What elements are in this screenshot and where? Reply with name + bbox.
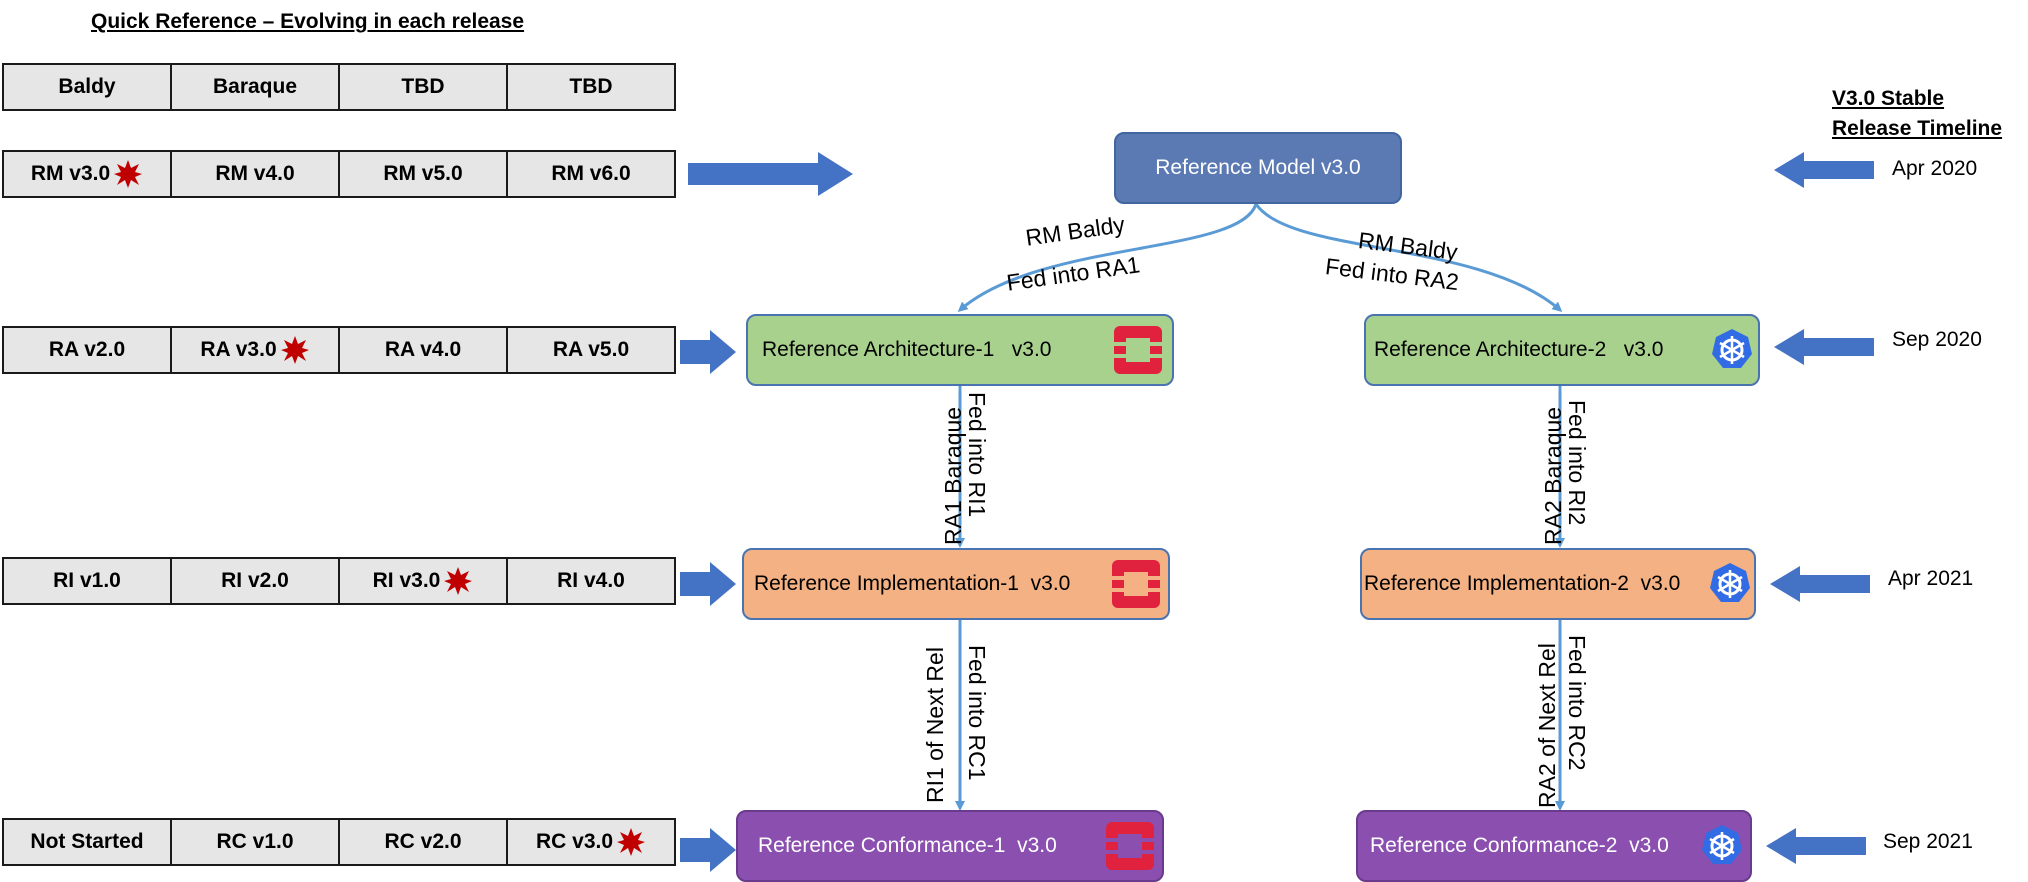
ri-cell: RI v3.0 — [340, 559, 508, 603]
ra-cell: RA v2.0 — [4, 328, 172, 372]
rm-cell: RM v4.0 — [172, 152, 340, 196]
timeline-left-arrow — [1774, 329, 1874, 365]
ri-release-row: RI v1.0 RI v2.0 RI v3.0 RI v4.0 — [2, 557, 676, 605]
reference-implementation-2-box: Reference Implementation-2 v3.0 — [1360, 548, 1756, 620]
ra1-label: Reference Architecture-1 v3.0 — [762, 338, 1052, 361]
ri1-label: Reference Implementation-1 v3.0 — [754, 572, 1071, 595]
openstack-logo-icon — [1112, 326, 1164, 374]
release-header-table: Baldy Baraque TBD TBD — [2, 63, 676, 111]
red-starburst-icon — [280, 336, 309, 364]
rc-right-arrow — [680, 828, 736, 872]
ri-right-arrow — [680, 562, 736, 606]
openstack-logo-icon — [1110, 560, 1162, 608]
ra-right-arrow — [680, 330, 736, 374]
rc-cell: RC v3.0 — [508, 820, 674, 864]
reference-architecture-2-box: Reference Architecture-2 v3.0 — [1364, 314, 1760, 386]
rc-cell: RC v2.0 — [340, 820, 508, 864]
timeline-date: Sep 2021 — [1883, 830, 1973, 853]
header-cell: TBD — [569, 75, 613, 98]
kubernetes-logo-icon — [1710, 563, 1750, 602]
ra-cell: RA v5.0 — [552, 338, 630, 361]
ra-release-row: RA v2.0 RA v3.0 RA v4.0 RA v5.0 — [2, 326, 676, 374]
ri-cell: RI v4.0 — [557, 569, 625, 592]
kubernetes-logo-icon — [1702, 825, 1742, 864]
ri2-label: Reference Implementation-2 v3.0 — [1364, 572, 1681, 595]
kubernetes-logo-icon — [1712, 329, 1752, 368]
reference-implementation-1-box: Reference Implementation-1 v3.0 — [742, 548, 1170, 620]
reference-conformance-1-box: Reference Conformance-1 v3.0 — [736, 810, 1164, 882]
header-cell: TBD — [340, 65, 508, 109]
ri-cell: RI v1.0 — [4, 559, 172, 603]
rc-cell: RC v1.0 — [172, 820, 340, 864]
edge-label-ra1-ri1-right: Fed into RI1 — [964, 392, 990, 518]
edge-label-ri2-rc2-left: RA2 of Next Rel — [1534, 643, 1560, 808]
edge-label-ri1-rc1-left: RI1 of Next Rel — [922, 647, 948, 803]
rc1-label: Reference Conformance-1 v3.0 — [758, 834, 1057, 857]
ra2-label: Reference Architecture-2 v3.0 — [1374, 338, 1664, 361]
header-cell: Baraque — [172, 65, 340, 109]
timeline-date: Sep 2020 — [1892, 328, 1982, 351]
rm-cell: RM v5.0 — [340, 152, 508, 196]
diagram-title: Quick Reference – Evolving in each relea… — [91, 10, 525, 33]
red-starburst-icon — [114, 160, 143, 188]
reference-architecture-1-box: Reference Architecture-1 v3.0 — [746, 314, 1174, 386]
connector-model-ra1 — [957, 203, 1258, 312]
ri-cell: RI v2.0 — [172, 559, 340, 603]
ra-cell: RA v3.0 — [172, 328, 340, 372]
rm-release-row: RM v3.0 RM v4.0 RM v5.0 RM v6.0 — [2, 150, 676, 198]
reference-model-box: Reference Model v3.0 — [1114, 132, 1402, 204]
timeline-title: V3.0 Stable Release Timeline — [1832, 87, 2003, 140]
edge-label-ri2-rc2-right: Fed into RC2 — [1564, 635, 1590, 771]
rc-cell: Not Started — [4, 820, 172, 864]
header-cell: Baldy — [4, 65, 172, 109]
timeline-date: Apr 2020 — [1892, 157, 1978, 180]
timeline-left-arrow — [1770, 566, 1870, 602]
openstack-logo-icon — [1104, 822, 1156, 870]
rm-cell: RM v6.0 — [551, 162, 631, 185]
timeline-date: Apr 2021 — [1888, 567, 1974, 590]
ra-cell: RA v4.0 — [340, 328, 508, 372]
reference-model-label: Reference Model v3.0 — [1155, 156, 1361, 179]
rc2-label: Reference Conformance-2 v3.0 — [1370, 834, 1669, 857]
reference-conformance-2-box: Reference Conformance-2 v3.0 — [1356, 810, 1752, 882]
red-starburst-icon — [444, 567, 473, 595]
edge-label-ri1-rc1-right: Fed into RC1 — [964, 645, 990, 781]
red-starburst-icon — [617, 828, 646, 856]
timeline-left-arrow — [1774, 152, 1874, 188]
rm-cell: RM v3.0 — [4, 152, 172, 196]
connector-model-ra2 — [1254, 203, 1563, 312]
timeline-left-arrow — [1766, 828, 1866, 864]
rc-release-row: Not Started RC v1.0 RC v2.0 RC v3.0 — [2, 818, 676, 866]
edge-label-ra2-ri2-right: Fed into RI2 — [1564, 400, 1590, 526]
rm-right-arrow — [688, 152, 853, 196]
